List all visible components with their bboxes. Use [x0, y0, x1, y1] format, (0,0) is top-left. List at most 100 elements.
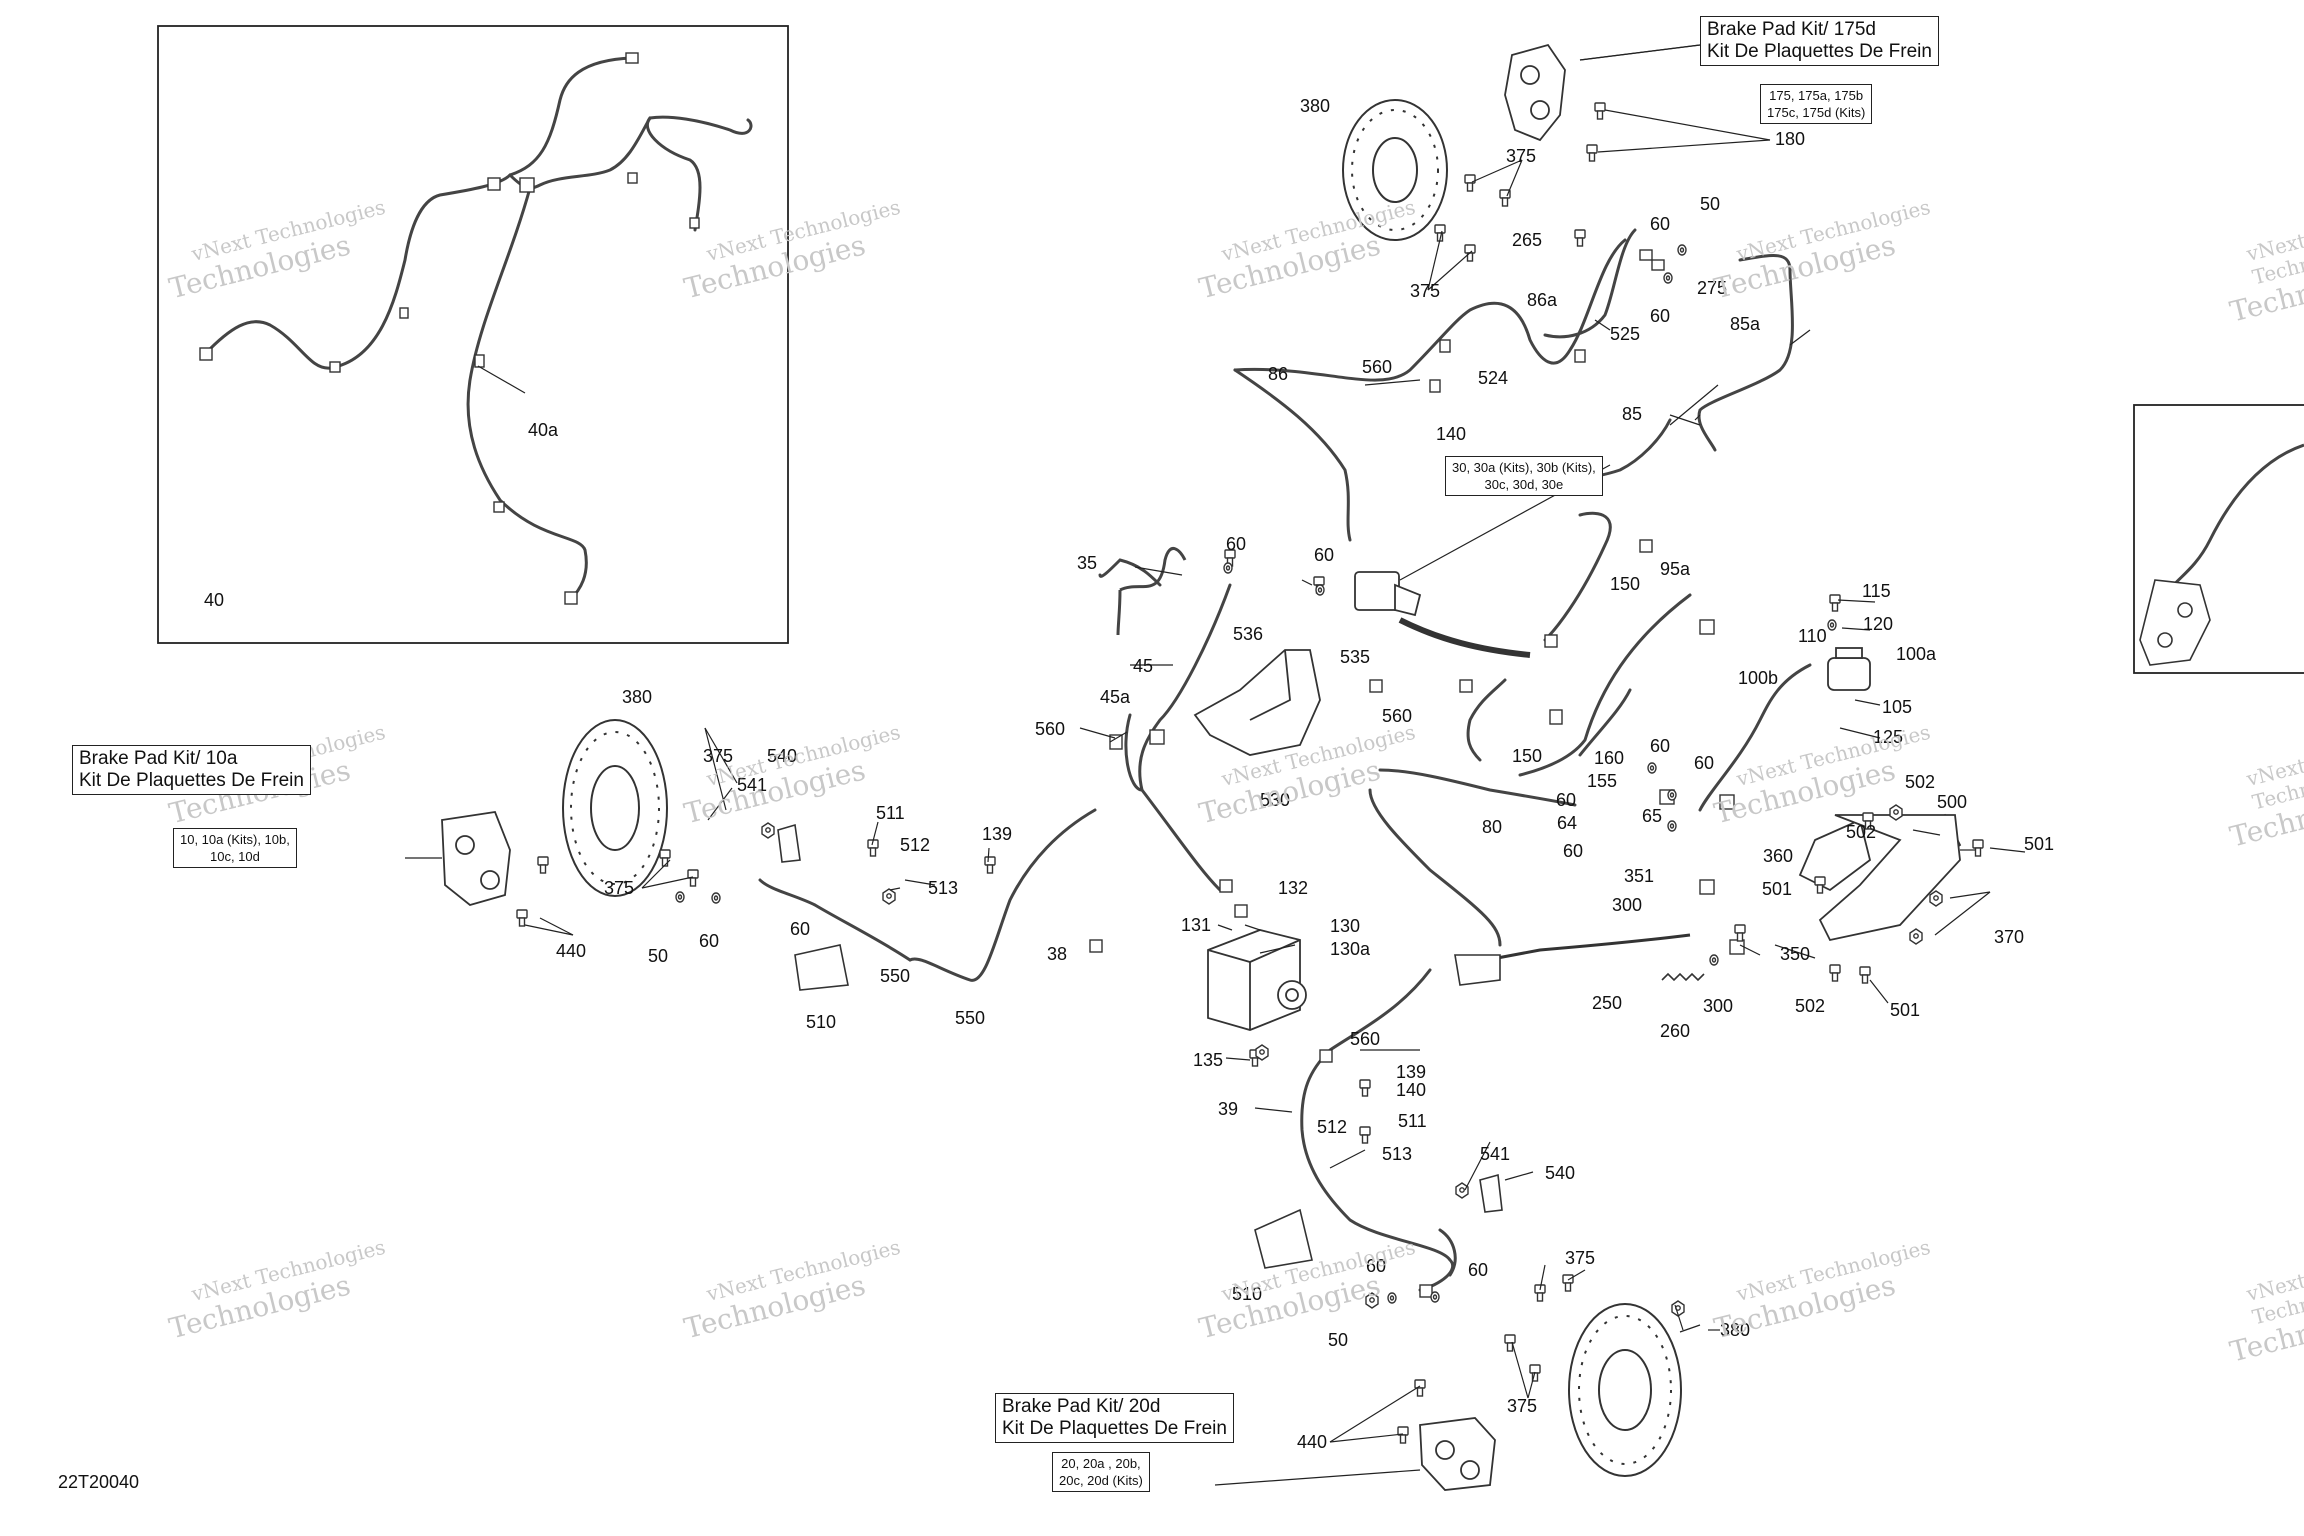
callout-label: 80 — [1482, 817, 1502, 837]
callout-label: 50 — [1328, 1330, 1348, 1350]
callout-label: 130 — [1330, 916, 1360, 936]
callout-label: 501 — [1890, 1000, 1920, 1020]
callout-label: 375 — [1410, 281, 1440, 301]
abs-bracket — [1193, 649, 1321, 756]
callout-label: 250 — [1592, 993, 1622, 1013]
brake-line-harness-40 — [203, 56, 753, 602]
callout-label: 105 — [1882, 697, 1912, 717]
callout-label: 350 — [1780, 944, 1810, 964]
callout-label: 501 — [2024, 834, 2054, 854]
callout-label: 300 — [1612, 895, 1642, 915]
callout-label: 541 — [737, 775, 767, 795]
inset-frame — [157, 25, 789, 644]
callout-label: 300 — [1703, 996, 1733, 1016]
kit-parts-master: 30, 30a (Kits), 30b (Kits), 30c, 30d, 30… — [1445, 456, 1603, 496]
callout-label: 560 — [1035, 719, 1065, 739]
clip-540-left — [777, 823, 801, 863]
right-inset-caliper-body — [2139, 579, 2211, 666]
callout-label: 360 — [1763, 846, 1793, 866]
callout-label: 130a — [1330, 939, 1371, 959]
callout-label: 60 — [1314, 545, 1334, 565]
callout-label: 380 — [622, 687, 652, 707]
callout-label: 560 — [1362, 357, 1392, 377]
callout-label: 150 — [1610, 574, 1640, 594]
bracket-510-right — [1254, 1208, 1313, 1269]
callout-label: 60 — [1226, 534, 1246, 554]
callout-label: 86 — [1268, 364, 1288, 384]
callout-label: 375 — [1565, 1248, 1595, 1268]
kit-subtitle: Kit De Plaquettes De Frein — [79, 770, 304, 791]
callout-label: 530 — [1260, 790, 1290, 810]
callout-label: 180 — [1775, 129, 1805, 149]
callout-label: 60 — [1468, 1260, 1488, 1280]
callout-label: 535 — [1340, 647, 1370, 667]
kit-title: Brake Pad Kit/ 20d — [1002, 1396, 1161, 1417]
callout-label: 275 — [1697, 278, 1727, 298]
kit-box-front-right: Brake Pad Kit/ 20d Kit De Plaquettes De … — [995, 1393, 1234, 1443]
caliper-front-right — [1419, 1417, 1496, 1491]
callout-label: 540 — [767, 746, 797, 766]
caliper-front-left — [441, 811, 511, 906]
callout-label: 150 — [1512, 746, 1542, 766]
callout-label: 502 — [1795, 996, 1825, 1016]
callout-label: 120 — [1863, 614, 1893, 634]
callout-label: 139 — [1396, 1062, 1426, 1082]
callout-label: 155 — [1587, 771, 1617, 791]
callout-label: 511 — [876, 803, 905, 823]
master-cylinder — [1354, 571, 1531, 658]
callout-label: 502 — [1905, 772, 1935, 792]
callout-label: 260 — [1660, 1021, 1690, 1041]
kit-parts-front-right: 20, 20a , 20b, 20c, 20d (Kits) — [1052, 1452, 1150, 1492]
heel-guard-500 — [1818, 814, 1961, 942]
callout-label: 60 — [790, 919, 810, 939]
callout-label: 510 — [806, 1012, 836, 1032]
callout-label: 60 — [1650, 306, 1670, 326]
callout-label: 86a — [1527, 290, 1558, 310]
leader-kit-rear — [1579, 44, 1701, 61]
callout-label: 85a — [1730, 314, 1761, 334]
callout-label: 560 — [1350, 1029, 1380, 1049]
inset-label: 40 — [204, 590, 225, 610]
callout-label: 85 — [1622, 404, 1642, 424]
callout-label: 139 — [982, 824, 1012, 844]
kit-parts-line: 30, 30a (Kits), 30b (Kits), — [1452, 460, 1596, 475]
callout-label: 140 — [1436, 424, 1466, 444]
kit-parts-line: 10, 10a (Kits), 10b, — [180, 832, 290, 847]
kit-parts-line: 20c, 20d (Kits) — [1059, 1473, 1143, 1488]
hose-35 — [1116, 547, 1187, 636]
callout-label: 38 — [1047, 944, 1067, 964]
right-inset-caliper — [2168, 443, 2304, 591]
callout-label: 40a — [528, 420, 559, 440]
spring-260 — [1661, 972, 1705, 982]
callout-label: 525 — [1610, 324, 1640, 344]
callout-label: 60 — [1650, 214, 1670, 234]
callout-label: 140 — [1396, 1080, 1426, 1100]
callout-label: 440 — [1297, 1432, 1327, 1452]
callout-label: 380 — [1720, 1320, 1750, 1340]
callout-label: 45a — [1100, 687, 1131, 707]
callout-label: 50 — [648, 946, 668, 966]
callout-label: 60 — [1563, 841, 1583, 861]
right-inset-frame — [2133, 404, 2304, 674]
kit-parts-line: 20, 20a , 20b, — [1061, 1456, 1141, 1471]
callout-label: 511 — [1398, 1111, 1427, 1131]
callout-label: 64 — [1557, 813, 1577, 833]
callout-label: 502 — [1846, 822, 1876, 842]
callout-label: 65 — [1642, 806, 1662, 826]
callout-label: 370 — [1994, 927, 2024, 947]
callout-label: 125 — [1873, 727, 1903, 747]
kit-parts-line: 175c, 175d (Kits) — [1767, 105, 1866, 120]
kit-parts-rear: 175, 175a, 175b 175c, 175d (Kits) — [1760, 84, 1873, 124]
callout-label: 110 — [1798, 626, 1827, 646]
caliper-rear — [1504, 43, 1566, 142]
callout-label: 524 — [1478, 368, 1508, 388]
callout-label: 50 — [1700, 194, 1720, 214]
callout-label: 512 — [1317, 1117, 1347, 1137]
kit-box-rear: Brake Pad Kit/ 175d Kit De Plaquettes De… — [1700, 16, 1939, 66]
leader-lines — [405, 44, 2026, 1486]
callout-label: 60 — [699, 931, 719, 951]
callout-label: 440 — [556, 941, 586, 961]
clip-540-right — [1479, 1173, 1503, 1213]
callout-label: 375 — [604, 878, 634, 898]
